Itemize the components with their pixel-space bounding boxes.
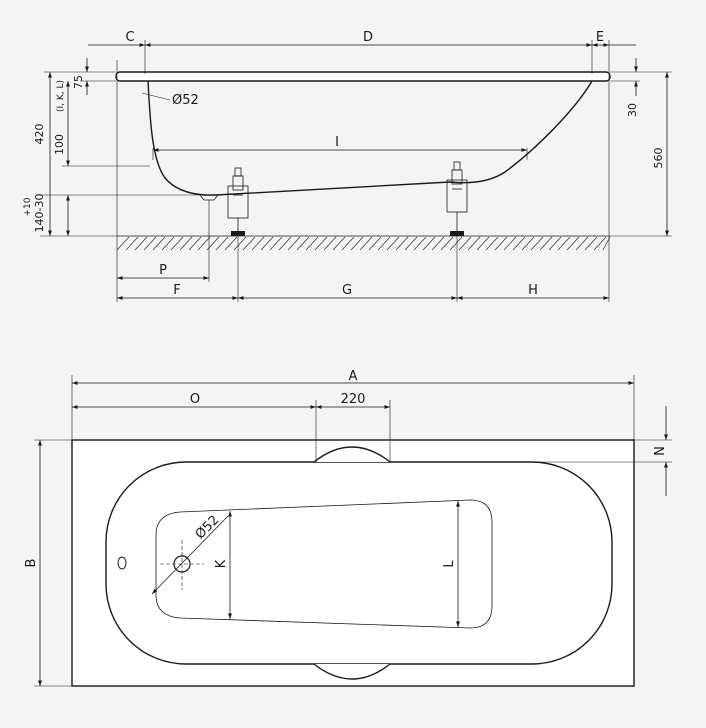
dim-depth-420: 420	[33, 124, 46, 145]
dim-depth-100: 100	[53, 134, 66, 155]
dim-edge-30: 30	[626, 103, 639, 117]
dim-label-n: N	[653, 446, 668, 456]
dim-label-b: B	[24, 559, 39, 568]
dim-label-d: D	[363, 30, 373, 45]
drain-diameter-label: Ø52	[172, 93, 199, 108]
overflow-icon	[117, 556, 127, 570]
dim-label-f: F	[173, 283, 180, 298]
dim-rim-75: 75	[72, 75, 85, 89]
dim-label-g: G	[342, 283, 352, 298]
dim-label-h: H	[528, 283, 538, 298]
adjustable-leg-right	[446, 161, 468, 236]
dim-leg-tolerance: +10	[23, 197, 33, 216]
handle-bottom	[313, 663, 391, 680]
drain-outline	[199, 194, 219, 201]
dim-total-560: 560	[652, 148, 665, 169]
dim-label-l: L	[442, 560, 457, 568]
dim-label-c: C	[125, 30, 134, 45]
tub-outer-rim	[71, 439, 635, 687]
dim-label-i: I	[335, 135, 339, 150]
dim-label-o: O	[190, 392, 200, 407]
dim-label-220: 220	[341, 392, 366, 407]
tub-rim	[115, 71, 611, 82]
floor-hatch	[116, 236, 611, 251]
dim-depth-100-note: (I, K, L)	[56, 80, 66, 112]
handle-top	[313, 446, 391, 463]
dim-leg-height: 140-30	[33, 194, 46, 233]
dim-label-e: E	[596, 30, 604, 45]
side-view: C D E Ø52 I 75 420 100 (I, K, L) +10 140…	[23, 30, 672, 302]
dim-label-p: P	[159, 263, 167, 278]
dim-label-a: A	[349, 369, 358, 384]
adjustable-leg-left	[227, 167, 249, 236]
basin-floor	[155, 499, 493, 629]
top-view: Ø52 A O 220 N B K L	[24, 369, 672, 687]
dim-label-k: K	[214, 559, 229, 568]
tub-body-profile	[147, 80, 593, 196]
